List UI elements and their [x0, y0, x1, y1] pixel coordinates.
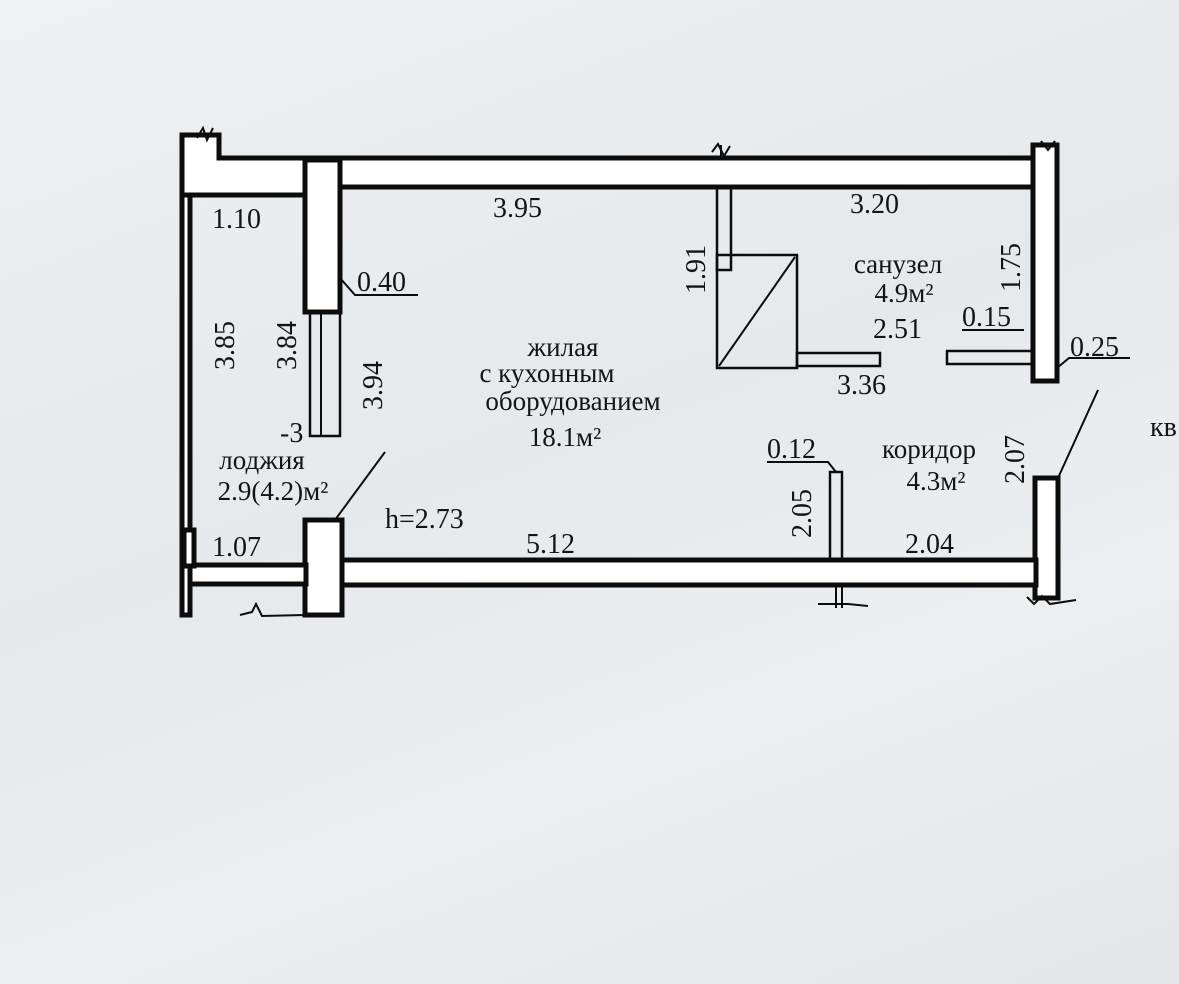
leader-lines [334, 277, 1130, 521]
dim-0.25: 0.25 [1070, 332, 1119, 363]
dim-1.75: 1.75 [996, 243, 1027, 292]
bathroom-name: санузел [854, 249, 942, 279]
dim-3.36: 3.36 [837, 370, 886, 401]
right-wall-lower [1032, 475, 1061, 601]
leader-0.40 [339, 277, 418, 296]
column-pier [302, 157, 343, 315]
walls [179, 132, 1061, 618]
dim-2.51: 2.51 [873, 314, 922, 345]
dim-2.04: 2.04 [905, 529, 954, 560]
leader-loggia [334, 451, 386, 521]
dim-3.20: 3.20 [850, 189, 899, 220]
bathroom-bottom-partition-right [945, 349, 1035, 366]
corridor-area: 4.3м² [907, 466, 966, 496]
dimension-labels: 1.10 3.95 3.20 0.40 3.85 3.84 3.94 1.91 … [210, 189, 1119, 563]
loggia-parapet [185, 562, 309, 587]
shaft-box [715, 253, 799, 370]
right-wall-upper [1030, 142, 1060, 384]
living-room-line1: жилая [527, 332, 599, 362]
living-room-area: 18.1м² [529, 422, 601, 452]
bathroom-bottom-partition-left [795, 351, 882, 368]
loggia-left-wall [179, 192, 193, 618]
loggia-name: лоджия [219, 445, 304, 475]
leader-corridor [1057, 389, 1099, 479]
bottom-wall [339, 557, 1039, 588]
dim-1.91: 1.91 [681, 245, 712, 294]
break-marks [196, 125, 1077, 618]
leader-0.12 [767, 461, 837, 473]
room-labels: жилая с кухонным оборудованием 18.1м² са… [218, 249, 976, 506]
dim-3.84: 3.84 [272, 321, 303, 370]
dim-1.07: 1.07 [212, 532, 261, 563]
bathroom-area: 4.9м² [875, 278, 934, 308]
edge-text: кв [1150, 412, 1177, 443]
dim-3.95: 3.95 [493, 193, 542, 224]
loggia-left-jamb [181, 527, 197, 569]
dim-0.12: 0.12 [767, 434, 816, 465]
dim-0.15: 0.15 [962, 302, 1011, 333]
dim-1.10: 1.10 [212, 204, 261, 235]
ceiling-height: h=2.73 [385, 504, 464, 535]
living-room-line3: оборудованием [485, 386, 660, 416]
dim-5.12: 5.12 [526, 529, 575, 560]
corridor-name: коридор [882, 434, 976, 464]
leader-0.25 [1056, 357, 1130, 369]
dim-2.07: 2.07 [1000, 435, 1031, 484]
dim-3.94: 3.94 [358, 361, 389, 410]
dim-2.05: 2.05 [787, 489, 818, 538]
loggia-area: 2.9(4.2)м² [218, 476, 329, 506]
dim-0.40: 0.40 [357, 267, 406, 298]
bathroom-left-partition [715, 185, 733, 272]
corridor-partition [828, 470, 844, 562]
shaft-diagonal [718, 256, 796, 367]
level-mark: -3 [280, 418, 303, 449]
loggia-window [308, 310, 342, 438]
living-room-line2: с кухонным [479, 358, 614, 388]
bottom-left-pier [302, 517, 345, 618]
dim-3.85: 3.85 [210, 321, 241, 370]
